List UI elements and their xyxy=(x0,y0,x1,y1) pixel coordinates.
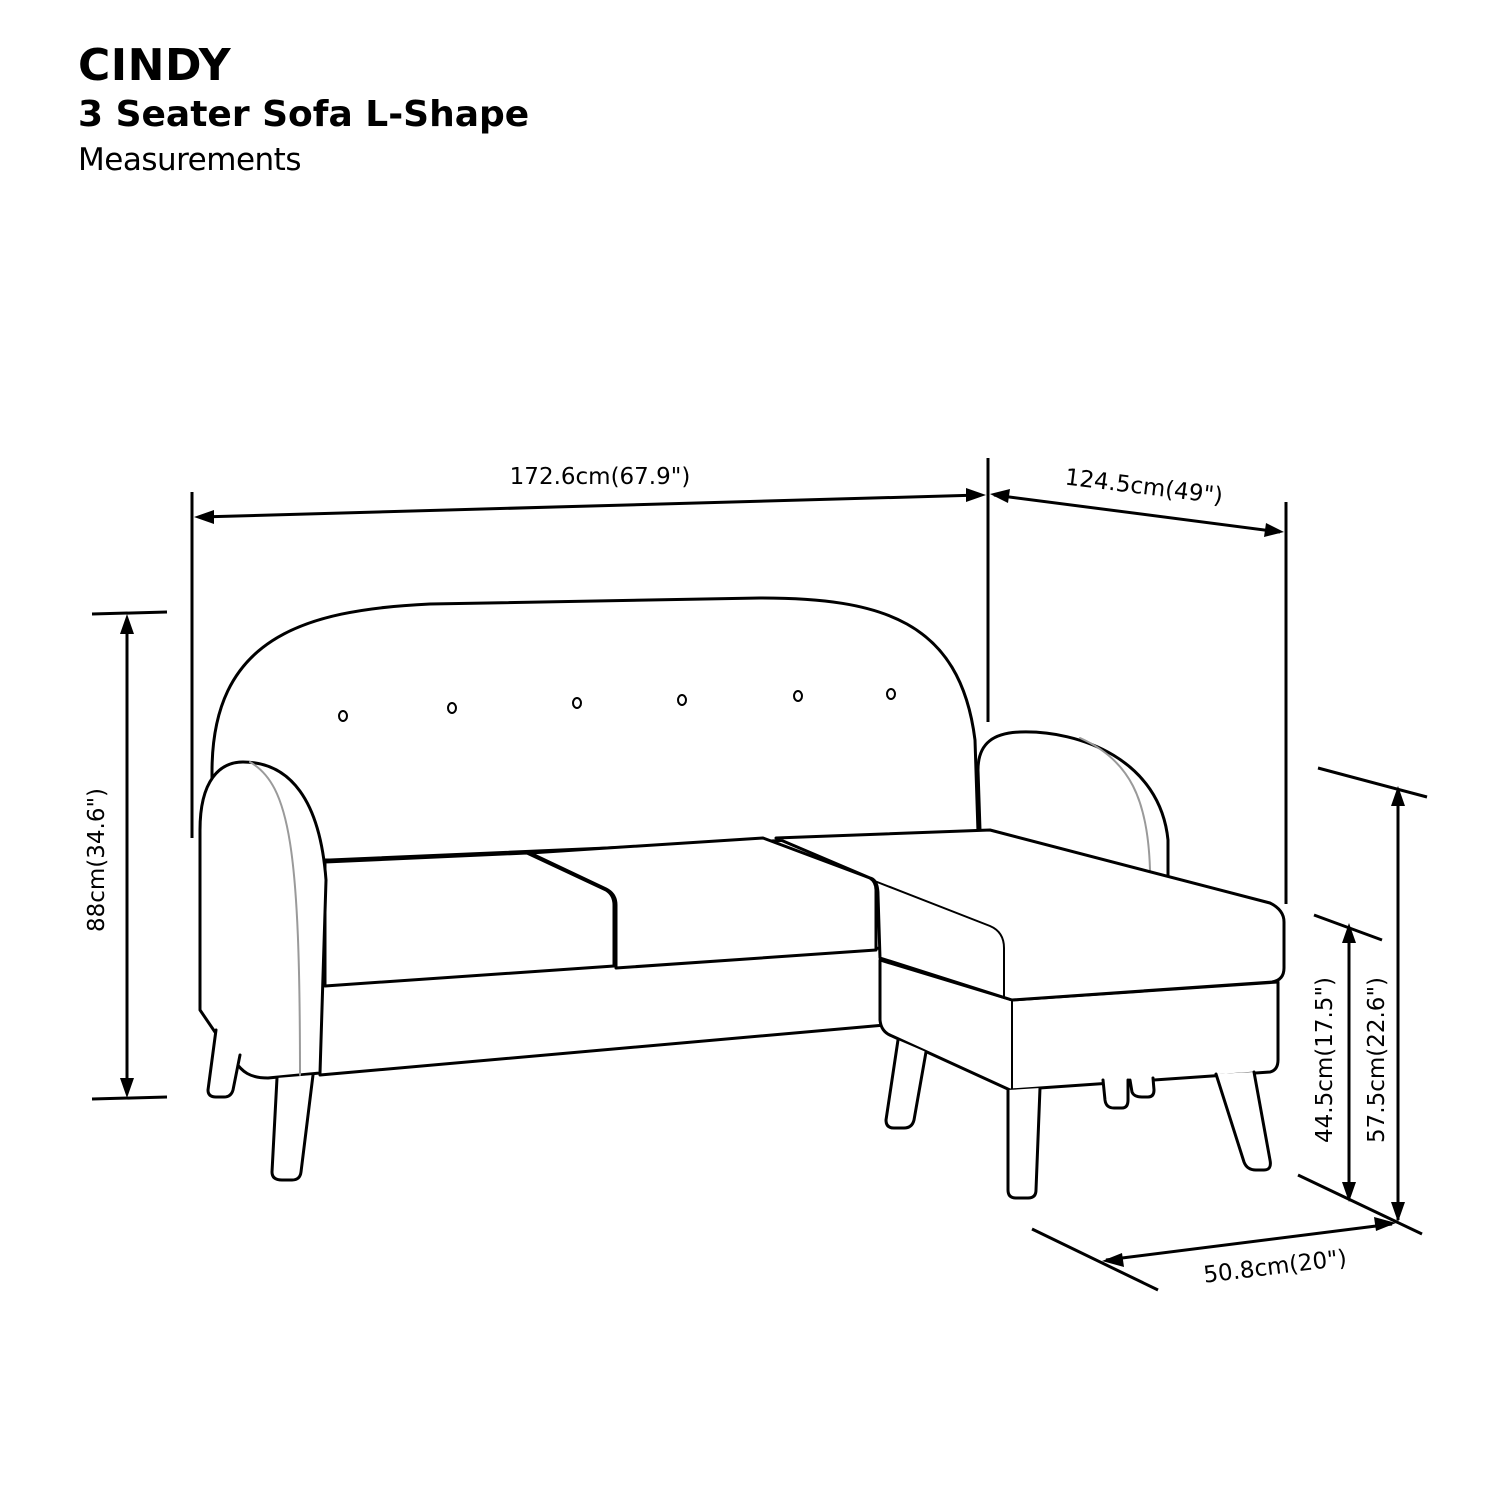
dim-overall-width-label: 172.6cm(67.9") xyxy=(510,464,691,490)
sofa-left-arm xyxy=(198,760,328,1080)
tuft-button xyxy=(677,694,687,706)
tuft-button xyxy=(338,710,348,722)
sofa-illustration xyxy=(198,596,1286,1200)
sofa-leg xyxy=(1006,1086,1042,1200)
dim-chaise-width-label: 50.8cm(20") xyxy=(1202,1245,1348,1288)
sofa-backrest xyxy=(210,596,980,862)
tuft-button xyxy=(572,697,582,709)
sofa-leg xyxy=(1101,1078,1130,1110)
sofa-leg xyxy=(1128,1076,1156,1099)
tuft-button xyxy=(447,702,457,714)
chaise-base xyxy=(878,958,1280,1092)
dimension-lines xyxy=(91,458,1428,1292)
dim-chaise-depth-label: 124.5cm(49") xyxy=(1064,464,1225,509)
sofa-leg xyxy=(1214,1070,1272,1172)
header: CINDY 3 Seater Sofa L-Shape Measurements xyxy=(78,40,529,182)
sofa-leg xyxy=(884,1038,928,1130)
tuft-button xyxy=(886,688,896,700)
sofa-leg xyxy=(270,1073,315,1182)
product-subtitle: 3 Seater Sofa L-Shape xyxy=(78,94,530,135)
chaise-cushion xyxy=(774,828,1286,1002)
product-name: CINDY xyxy=(78,40,232,91)
section-caption: Measurements xyxy=(78,142,301,178)
sofa-leg xyxy=(206,1028,242,1099)
dim-seat-height-label: 44.5cm(17.5") xyxy=(1312,977,1338,1143)
dim-overall-height-label: 88cm(34.6") xyxy=(84,788,110,932)
dim-chaise-height-label: 57.5cm(22.6") xyxy=(1364,977,1390,1143)
tuft-button xyxy=(793,690,803,702)
